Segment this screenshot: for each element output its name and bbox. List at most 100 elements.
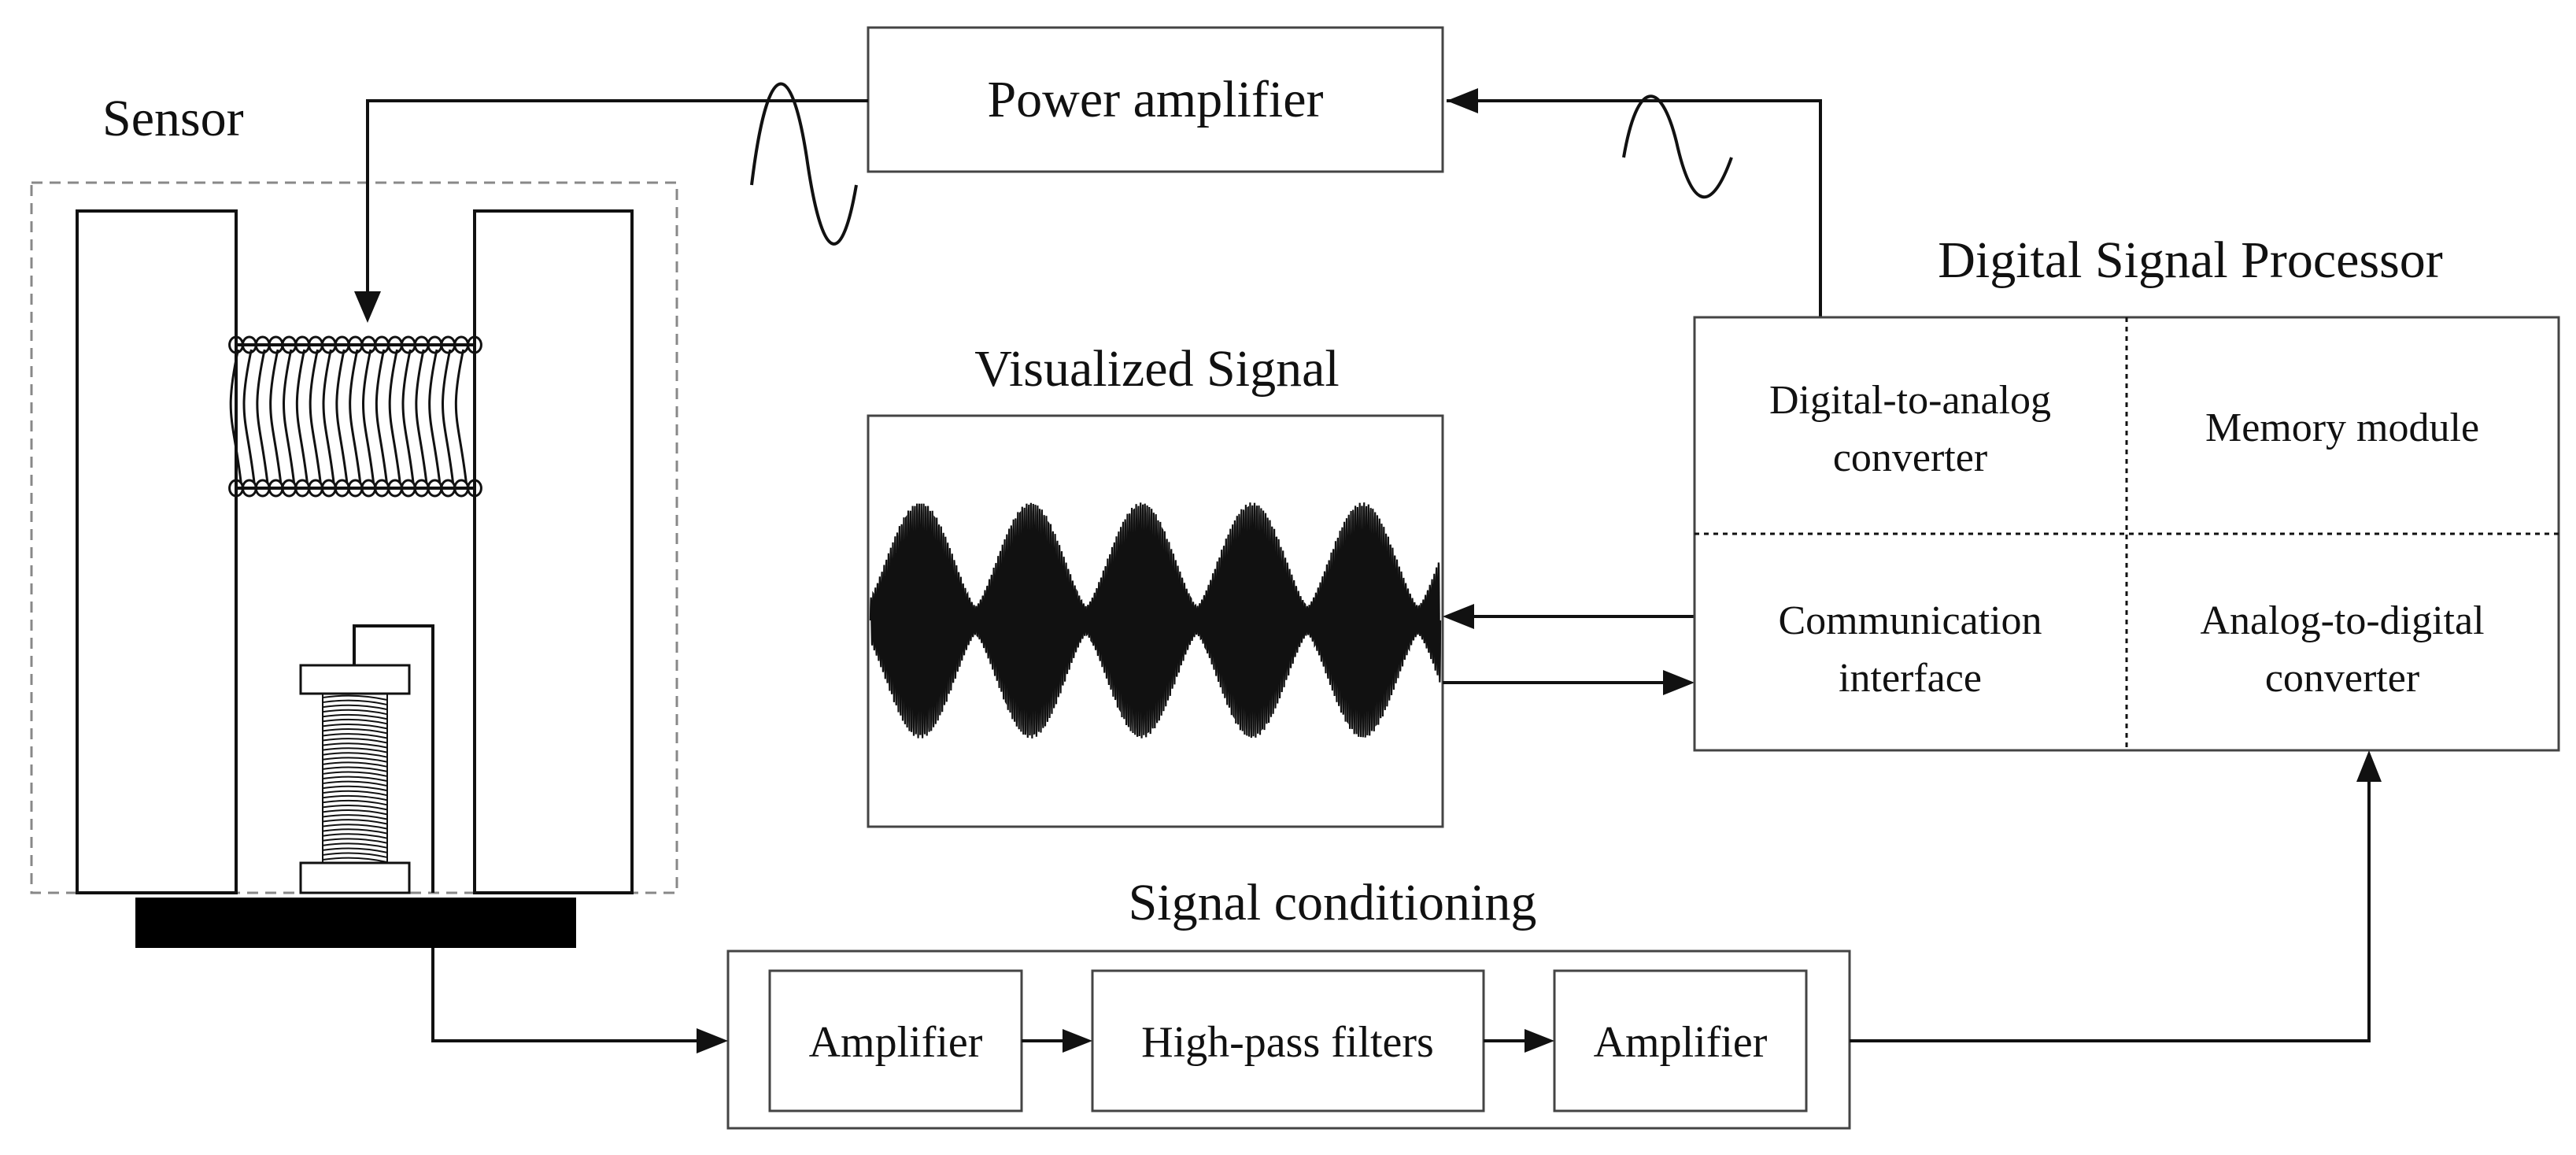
- pickup-coil-turn: [322, 852, 388, 858]
- arrowhead-into-power-amplifier: [1447, 88, 1478, 113]
- coil-wire: [295, 349, 309, 484]
- coil-wire: [428, 349, 442, 484]
- pickup-coil-turn: [322, 738, 388, 744]
- comm-cell-line2: interface: [1839, 656, 1982, 701]
- pickup-coil-turn: [322, 809, 388, 816]
- amplifier-2-box: [1553, 969, 1808, 1112]
- pickup-coil-turn: [322, 694, 388, 701]
- coil-wire: [229, 349, 242, 484]
- arrowhead-into-dsp-comm: [1663, 670, 1695, 695]
- pickup-coil-turn: [322, 847, 388, 853]
- coil-wire: [322, 349, 335, 484]
- wire-power-amplifier-to-coil: [366, 99, 868, 293]
- visualized-waveform: [869, 502, 1442, 739]
- pickup-coil-turn: [322, 728, 388, 735]
- coil-wire: [375, 349, 388, 484]
- pickup-coil-turn: [322, 733, 388, 739]
- pickup-coil-turn: [322, 842, 388, 849]
- pickup-coil-turn: [322, 761, 388, 768]
- sine-wave-input: [1622, 94, 1733, 198]
- coil-wire: [283, 349, 296, 484]
- arrowhead-into-amp2: [1525, 1029, 1554, 1053]
- pickup-coil-turn: [322, 747, 388, 753]
- coil-wire: [242, 349, 256, 484]
- coil-wire: [269, 349, 283, 484]
- waveform-trace: [869, 502, 1442, 739]
- pickup-coil-bottom-cap: [299, 861, 411, 894]
- amplifier-1-label: Amplifier: [809, 1018, 983, 1067]
- pickup-coil-lead: [353, 624, 434, 893]
- coil-loop-top: [467, 335, 482, 354]
- pickup-coil-turn: [322, 709, 388, 716]
- power-amplifier-box: [867, 26, 1444, 173]
- arrowhead-into-coil: [354, 291, 381, 323]
- coil-wire: [388, 349, 401, 484]
- magnet-left-pole: [76, 209, 238, 894]
- sensor-label: Sensor: [102, 90, 244, 147]
- pickup-coil-turn: [322, 857, 388, 863]
- pickup-coil-turn: [322, 780, 388, 787]
- pickup-coil-winding: [322, 694, 388, 863]
- wire-conditioning-to-dsp: [1850, 781, 2371, 1042]
- high-pass-filter-label: High-pass filters: [1141, 1018, 1434, 1067]
- dsp-title: Digital Signal Processor: [1938, 231, 2443, 289]
- visualized-signal-title: Visualized Signal: [974, 340, 1339, 398]
- pickup-coil-turn: [322, 833, 388, 839]
- dac-cell-line1: Digital-to-analog: [1769, 378, 2051, 423]
- pickup-coil-top-cap: [299, 664, 411, 695]
- adc-cell-line2: converter: [2265, 656, 2419, 701]
- amplifier-2-label: Amplifier: [1594, 1018, 1768, 1067]
- pickup-coil-turn: [322, 752, 388, 758]
- pickup-coil-turn: [322, 771, 388, 777]
- arrowhead-into-dsp-adc: [2356, 750, 2382, 782]
- pickup-coil-turn: [322, 790, 388, 797]
- wire-dsp-to-power-amplifier: [1447, 99, 1822, 317]
- amplifier-1-box: [768, 969, 1023, 1112]
- pickup-coil-turn: [322, 757, 388, 763]
- pickup-coil-turn: [322, 785, 388, 792]
- wire-sensor-to-conditioning: [431, 948, 699, 1042]
- coil-wire: [442, 349, 455, 484]
- coil-wire: [454, 349, 468, 484]
- pickup-coil-turn: [322, 828, 388, 835]
- coil-wire: [362, 349, 375, 484]
- pickup-coil-turn: [322, 799, 388, 806]
- comm-cell-line1: Communication: [1778, 598, 2042, 643]
- coil-wire: [349, 349, 362, 484]
- sensor-boundary: [30, 181, 678, 894]
- pickup-coil-turn: [322, 838, 388, 844]
- pickup-coil-turn: [322, 704, 388, 711]
- magnet-right-pole: [473, 209, 634, 894]
- adc-cell-line1: Analog-to-digital: [2200, 598, 2484, 643]
- pickup-coil-turn: [322, 824, 388, 830]
- signal-conditioning-title: Signal conditioning: [1129, 874, 1537, 931]
- coil-wire: [309, 349, 322, 484]
- arrowhead-into-conditioning: [697, 1028, 728, 1053]
- pickup-coil-turn: [322, 766, 388, 772]
- pickup-coil-turn: [322, 819, 388, 825]
- pickup-coil-turn: [322, 723, 388, 730]
- excitation-coil: [228, 335, 482, 498]
- coil-wire: [415, 349, 428, 484]
- pickup-coil-turn: [322, 699, 388, 706]
- arrowhead-into-hpf: [1063, 1029, 1092, 1053]
- power-amplifier-label: Power amplifier: [987, 71, 1323, 128]
- coil-loop-bottom: [467, 479, 482, 498]
- sensor-base-plate: [135, 898, 576, 948]
- pickup-coil-turn: [322, 742, 388, 749]
- pickup-coil-turn: [322, 718, 388, 725]
- coil-wire: [335, 349, 349, 484]
- sensor-assembly: Sensor: [30, 90, 678, 948]
- pickup-coil-turn: [322, 814, 388, 820]
- sine-wave-output: [750, 82, 858, 246]
- pickup-coil-turn: [322, 794, 388, 801]
- pickup-coil-turn: [322, 776, 388, 782]
- memory-cell: Memory module: [2205, 405, 2479, 450]
- pickup-coil-turn: [322, 713, 388, 720]
- coil-wire: [401, 349, 415, 484]
- dac-cell-line2: converter: [1833, 435, 1987, 480]
- pickup-coil-turn: [322, 804, 388, 811]
- coil-wire: [256, 349, 269, 484]
- arrowhead-into-visualizer: [1443, 604, 1474, 629]
